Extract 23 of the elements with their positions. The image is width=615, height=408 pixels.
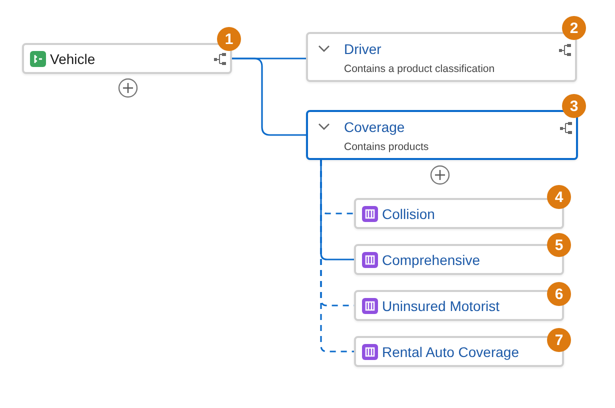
- node-title: Driver: [344, 41, 382, 57]
- node-title: Vehicle: [50, 51, 96, 67]
- node-card: [354, 336, 564, 367]
- group-card: [306, 110, 578, 160]
- node-description: Contains products: [344, 141, 429, 153]
- node-card: [354, 290, 564, 321]
- connector-line: [320, 160, 354, 352]
- node-title: Collision: [382, 206, 435, 222]
- node-card: [22, 43, 232, 74]
- connector-line: [232, 58, 306, 136]
- callout-number: 2: [562, 16, 586, 40]
- callout-number: 3: [562, 94, 586, 118]
- node-description: Contains a product classification: [344, 63, 495, 75]
- node-title: Coverage: [344, 119, 405, 135]
- group-card: [306, 32, 577, 82]
- callout-number: 5: [547, 233, 571, 257]
- callout-number: 4: [547, 185, 571, 209]
- node-title: Uninsured Motorist: [382, 298, 500, 314]
- node-title: Rental Auto Coverage: [382, 344, 519, 360]
- callout-number: 1: [217, 27, 241, 51]
- callout-number: 7: [547, 328, 571, 352]
- callout-number: 6: [547, 282, 571, 306]
- node-title: Comprehensive: [382, 252, 480, 268]
